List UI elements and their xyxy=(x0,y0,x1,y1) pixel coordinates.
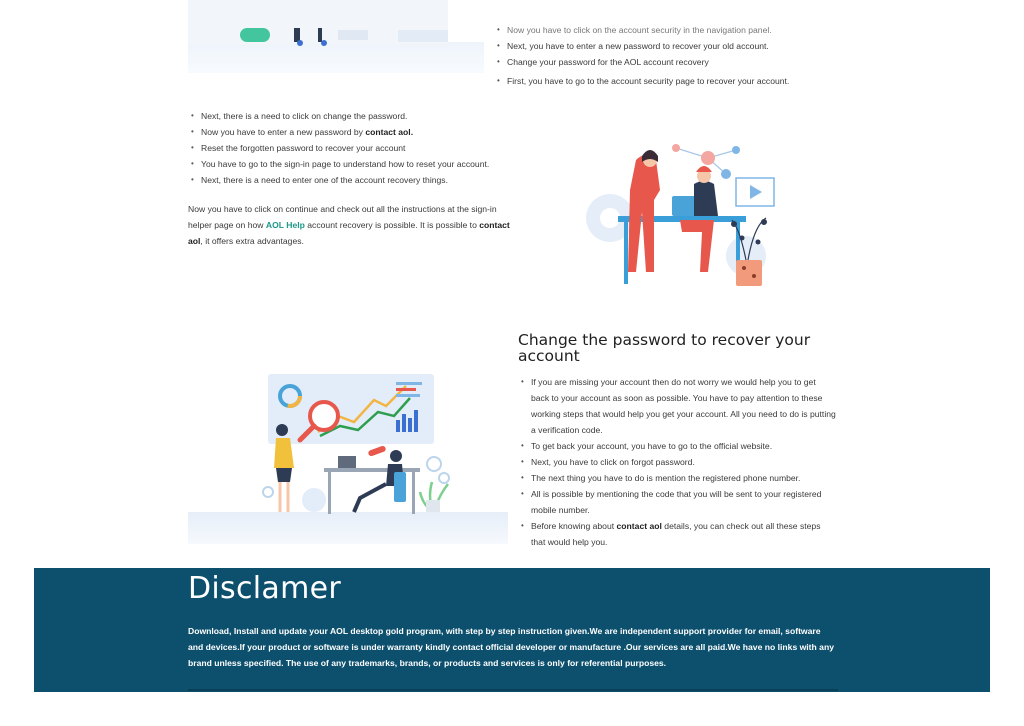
disclaimer-text: Download, Install and update your AOL de… xyxy=(188,626,834,669)
section-heading: Change the password to recover your acco… xyxy=(518,331,811,365)
sign-in-helper-paragraph: Now you have to click on continue and ch… xyxy=(188,204,510,246)
list-item: First, you have to go to the account sec… xyxy=(494,73,834,89)
list-item: You have to go to the sign-in page to un… xyxy=(188,156,518,172)
illustration-analytics xyxy=(188,372,508,544)
disclaimer-title: Disclamer xyxy=(188,571,341,606)
list-item: Reset the forgotten password to recover … xyxy=(188,140,518,156)
recover-account-steps-list: If you are missing your account then do … xyxy=(518,374,836,550)
list-item: Next, there is a need to enter one of th… xyxy=(188,172,518,188)
illustration-team-laptop xyxy=(576,138,786,290)
list-item: Now you have to enter a new password by … xyxy=(188,124,518,140)
list-item: To get back your account, you have to go… xyxy=(518,438,836,454)
list-item: Next, you have to enter a new password t… xyxy=(494,38,834,54)
list-item: Next, you have to click on forgot passwo… xyxy=(518,454,836,470)
contact-aol-bold: contact aol xyxy=(616,521,662,531)
list-item: Now you have to click on the account sec… xyxy=(494,22,834,38)
list-item: Change your password for the AOL account… xyxy=(494,54,834,70)
list-item: Next, there is a need to click on change… xyxy=(188,108,518,124)
list-item: Before knowing about contact aol details… xyxy=(518,518,836,550)
change-password-steps-list: Next, there is a need to click on change… xyxy=(188,108,518,188)
aol-help-link[interactable]: AOL Help xyxy=(265,220,305,230)
disclaimer-footer: Disclamer Download, Install and update y… xyxy=(34,568,990,692)
contact-aol-bold: contact aol. xyxy=(365,127,414,137)
illustration-top xyxy=(188,0,484,73)
account-security-steps-list: Now you have to click on the account sec… xyxy=(494,22,834,92)
contact-aol-bold: contact aol xyxy=(188,220,510,246)
footer-divider xyxy=(188,689,838,691)
list-item: All is possible by mentioning the code t… xyxy=(518,486,836,518)
list-item: The next thing you have to do is mention… xyxy=(518,470,836,486)
list-item: If you are missing your account then do … xyxy=(518,374,836,438)
